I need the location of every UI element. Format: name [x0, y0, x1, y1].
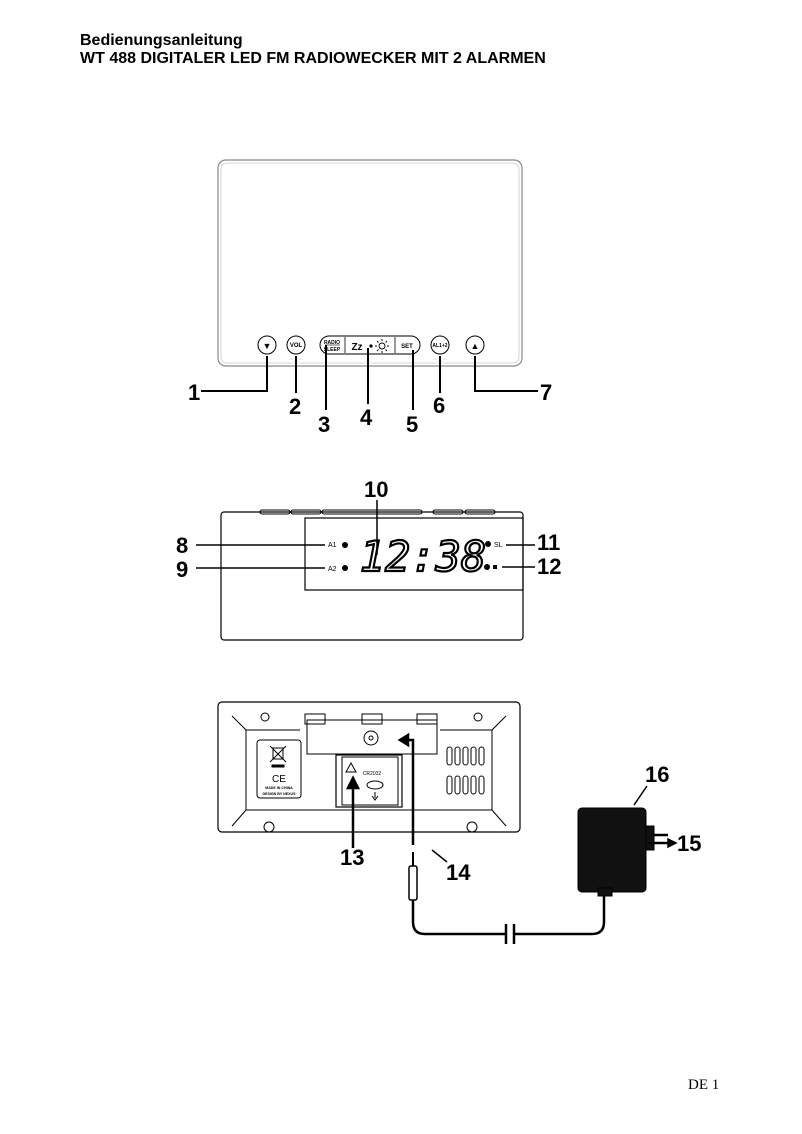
radio-indicator — [493, 565, 497, 569]
callout-10: 10 — [364, 477, 388, 502]
down-arrow-icon: ▼ — [263, 341, 272, 351]
device-back-outline — [217, 701, 521, 833]
callout-16: 16 — [645, 762, 669, 787]
vol-button: VOL — [286, 335, 306, 355]
document-subtitle: WT 488 DIGITALER LED FM RADIOWECKER MIT … — [80, 50, 546, 67]
callout-7: 7 — [540, 380, 552, 405]
coin-cell-icon — [366, 780, 384, 790]
radio-snooze-set-bar: RADIO SLEEP Zz SET — [319, 335, 421, 355]
a2-indicator-dot — [342, 565, 348, 571]
back-view-diagram: CE MADE IN CHINA DESIGN BY NEXUS CR2032 — [217, 701, 701, 944]
a2-indicator-label: A2 — [328, 566, 337, 573]
radio-label: RADIO — [324, 340, 340, 346]
ce-mark: CE — [272, 774, 286, 785]
callout-9: 9 — [176, 557, 188, 582]
callout-4: 4 — [360, 405, 373, 430]
antenna-bracket — [306, 719, 438, 755]
a1-indicator-label: A1 — [328, 542, 337, 549]
snooze-label: Zz — [351, 342, 362, 353]
display-view-diagram: 12:38 A1 A2 SL 8 9 10 11 12 — [176, 477, 561, 641]
callout-11: 11 — [537, 530, 560, 555]
callout-13: 13 — [340, 845, 364, 870]
dc-plug — [408, 865, 418, 901]
pm-indicator-dot — [484, 564, 490, 570]
sleep-label: SLEEP — [324, 347, 341, 353]
callout-2: 2 — [289, 394, 301, 419]
document-title: Bedienungsanleitung — [80, 32, 243, 49]
vol-label: VOL — [290, 343, 303, 349]
made-in-label: MADE IN CHINA — [265, 786, 293, 790]
led-display — [304, 517, 524, 591]
sleep-indicator-label: SL — [494, 542, 503, 549]
reset-knob — [363, 730, 379, 746]
down-button: ▼ — [257, 335, 277, 355]
callout-lines — [201, 345, 538, 410]
front-view-diagram: ▼ VOL RADIO SLEEP Zz SET A — [188, 159, 552, 437]
time-display: 12:38 — [360, 532, 486, 581]
callout-5: 5 — [406, 412, 418, 437]
up-arrow-icon: ▲ — [471, 341, 480, 351]
battery-compartment — [335, 754, 403, 808]
callout-8: 8 — [176, 533, 188, 558]
callout-arrows — [345, 732, 415, 848]
brightness-icon — [375, 339, 389, 353]
callout-12: 12 — [537, 554, 561, 579]
page-number: DE 1 — [688, 1077, 720, 1093]
a1-indicator-dot — [342, 542, 348, 548]
vent-slots — [446, 746, 485, 795]
power-adapter — [577, 807, 668, 897]
weee-bin-icon — [269, 745, 287, 768]
callout-6: 6 — [433, 393, 445, 418]
adapter-body — [577, 807, 647, 893]
device-front-outline — [217, 159, 523, 367]
callout-1: 1 — [188, 380, 200, 405]
sleep-indicator-dot — [485, 541, 491, 547]
warning-icon — [345, 761, 357, 773]
alarm-button: AL1+2 — [430, 335, 450, 355]
callout-3: 3 — [318, 412, 330, 437]
up-button: ▲ — [465, 335, 485, 355]
design-by-label: DESIGN BY NEXUS — [262, 792, 296, 796]
set-label: SET — [401, 344, 413, 350]
callout-14: 14 — [446, 860, 471, 885]
product-label — [256, 739, 302, 799]
alarm-label: AL1+2 — [432, 343, 447, 349]
callout-15: 15 — [677, 831, 701, 856]
dc-plug-cable — [408, 852, 606, 944]
battery-type-label: CR2032 — [363, 771, 382, 777]
